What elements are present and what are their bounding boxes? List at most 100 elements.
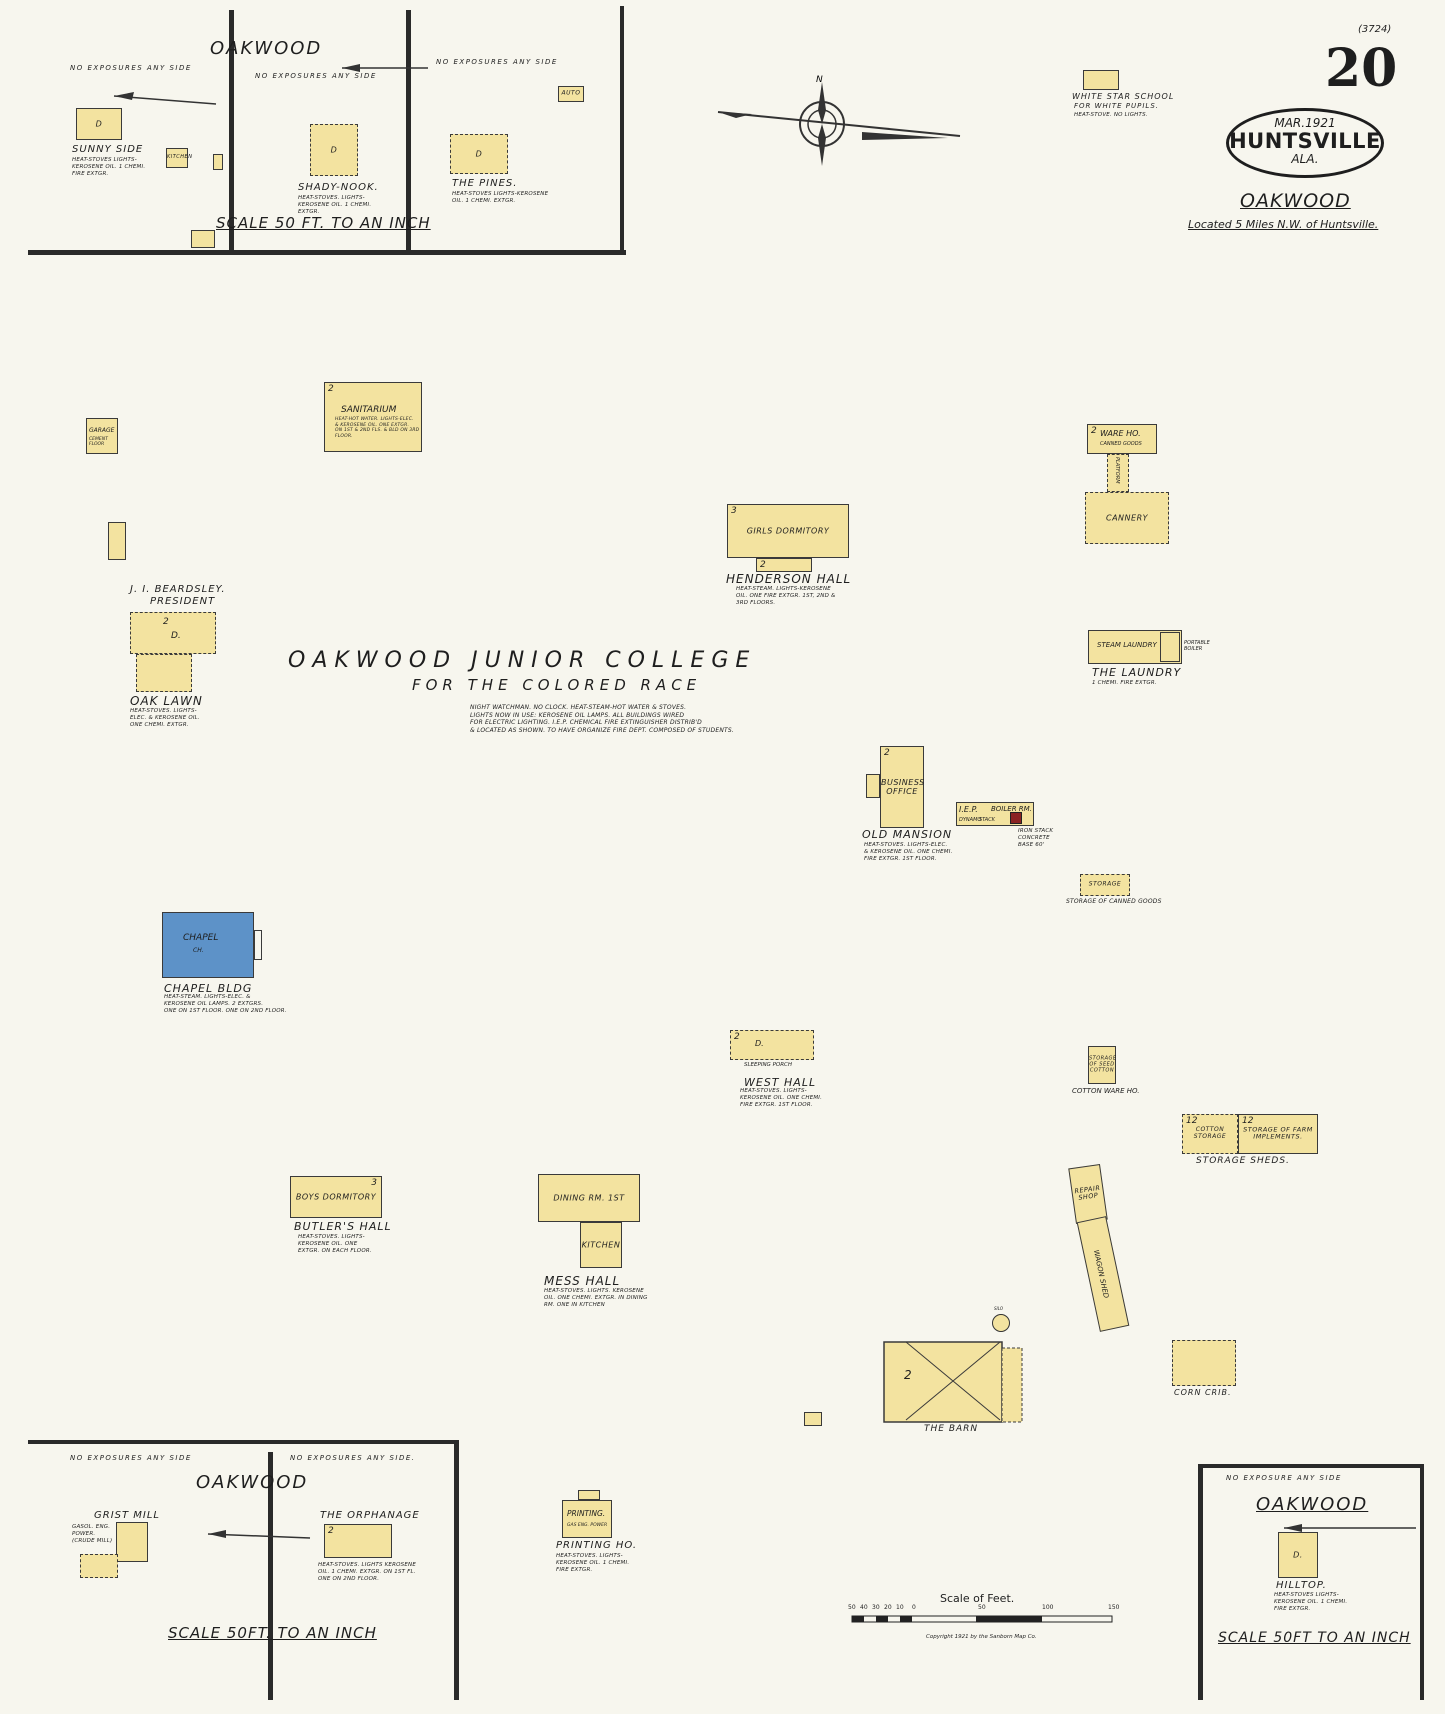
garage-label: GARAGE [89, 427, 115, 434]
college-title: OAKWOOD JUNIOR COLLEGE [288, 648, 757, 673]
copyright-note: Copyright 1921 by the Sanborn Map Co. [926, 1634, 1037, 1640]
white-star-school-name: WHITE STAR SCHOOL [1072, 92, 1175, 101]
grist-mill-building [116, 1522, 148, 1562]
shady-nook-d: D [330, 145, 338, 155]
inset-top-scale: SCALE 50 FT. TO AN INCH [216, 214, 431, 232]
storage-sheds-name: STORAGE SHEDS. [1196, 1156, 1290, 1166]
old-mansion-name: OLD MANSION [862, 828, 953, 841]
the-pines-d: D [475, 149, 483, 159]
laundry-sub: PORTABLE BOILER [1184, 640, 1210, 652]
repair-shop-label: REPAIR SHOP [1073, 1183, 1101, 1203]
auto-building: AUTO [558, 86, 584, 102]
henderson-hall-note: HEAT-STEAM. LIGHTS-KEROSENE OIL. ONE FIR… [736, 586, 836, 606]
butlers-hall-note: HEAT-STOVES. LIGHTS- KEROSENE OIL. ONE E… [298, 1234, 372, 1254]
platform-label: PLATFORM [1114, 457, 1120, 484]
stamp-state: ALA. [1291, 152, 1319, 166]
chapel-label: CHAPEL [183, 933, 219, 943]
girls-dormitory-wing: 2 [756, 558, 812, 572]
the-pines-name: THE PINES. [452, 178, 518, 189]
warehouse-sub: CANNED GOODS [1100, 441, 1142, 447]
oak-lawn-building: 2 D. [130, 612, 216, 654]
printing-annex [578, 1490, 600, 1500]
white-star-school-sub: FOR WHITE PUPILS. [1074, 102, 1159, 110]
inset-bl-exposure-left: NO EXPOSURES ANY SIDE [70, 1454, 192, 1462]
boys-dormitory-building: 3 BOYS DORMITORY [290, 1176, 382, 1218]
barn-building [883, 1341, 1023, 1423]
orphanage-name: THE ORPHANAGE [320, 1510, 420, 1521]
cannery-label: CANNERY [1105, 513, 1149, 523]
mess-hall-note: HEAT-STOVES. LIGHTS. KEROSENE OIL. ONE C… [544, 1288, 648, 1308]
dynamo-label: DYNAMO [959, 817, 982, 823]
laundry-label: STEAM LAUNDRY [1097, 641, 1157, 649]
business-office-building: 2 BUSINESS OFFICE [880, 746, 924, 828]
college-note: NIGHT WATCHMAN. NO CLOCK. HEAT-STEAM-HOT… [470, 704, 735, 734]
scale-tick: 20 [884, 1604, 892, 1611]
scale-tick: 30 [872, 1604, 880, 1611]
scale-tick: 100 [1042, 1604, 1054, 1611]
barn-name: THE BARN [924, 1424, 979, 1434]
shady-nook-building: D [310, 124, 358, 176]
printing-name: PRINTING HO. [556, 1540, 638, 1551]
page-number: 20 [1325, 38, 1398, 99]
chapel-name: CHAPEL BLDG [164, 982, 253, 995]
small-shed-left [108, 522, 126, 560]
scale-bar-title: Scale of Feet. [940, 1592, 1015, 1605]
stack-note: IRON STACK CONCRETE BASE 60' [1018, 828, 1054, 848]
girls-dormitory-stories: 3 [731, 506, 737, 516]
grist-mill-note: GASOL. ENG. POWER. (CRUDE MILL) [72, 1524, 113, 1544]
corn-crib-building [1172, 1340, 1236, 1386]
scale-tick: 10 [896, 1604, 904, 1611]
platform-structure: PLATFORM [1107, 454, 1129, 492]
the-pines-note: HEAT-STOVES LIGHTS-KEROSENE OIL. 1 CHEMI… [452, 191, 549, 204]
inset-top-boxed-cross-icon [191, 230, 215, 248]
west-hall-stories: 2 [734, 1032, 740, 1042]
orphanage-note: HEAT-STOVES. LIGHTS KEROSENE OIL. 1 CHEM… [318, 1562, 417, 1582]
compass-n: N [816, 75, 823, 85]
inset-br-scale: SCALE 50FT TO AN INCH [1218, 1630, 1411, 1646]
cotton-storage-num: 12 [1186, 1116, 1198, 1126]
business-office-label: BUSINESS OFFICE [881, 777, 925, 796]
inset-bl-road [268, 1452, 273, 1700]
inset-br-top-rule [1198, 1464, 1424, 1468]
mess-hall-dining: DINING RM. 1ST [538, 1174, 640, 1222]
shady-nook-note: HEAT-STOVES. LIGHTS- KEROSENE OIL. 1 CHE… [298, 195, 372, 215]
girls-dormitory-label: GIRLS DORMITORY [746, 526, 830, 536]
farm-implements-label: STORAGE OF FARM IMPLEMENTS. [1243, 1125, 1313, 1141]
iep-label: I.E.P. [959, 805, 978, 814]
inset-br-exposure: NO EXPOSURE ANY SIDE [1226, 1474, 1342, 1482]
inset-br-left-rule [1198, 1464, 1203, 1700]
chapel-note: HEAT-STEAM. LIGHTS-ELEC. & KEROSENE OIL … [164, 994, 287, 1014]
corn-crib-name: CORN CRIB. [1174, 1388, 1232, 1397]
scale-tick: 40 [860, 1604, 868, 1611]
city-stamp: MAR.1921 HUNTSVILLE ALA. [1226, 108, 1384, 178]
business-office-porch [866, 774, 880, 798]
hilltop-d: D. [1293, 1550, 1303, 1560]
inset-bl-top-rule [28, 1440, 458, 1444]
boys-dormitory-label: BOYS DORMITORY [295, 1192, 377, 1202]
scale-tick: 0 [912, 1604, 916, 1611]
storage-building: STORAGE [1080, 874, 1130, 896]
farm-implements-num: 12 [1242, 1116, 1254, 1126]
printing-sub: GAS ENG. POWER [567, 1523, 608, 1528]
printing-label: PRINTING. [567, 1509, 606, 1518]
sanitarium-label: SANITARIUM [341, 405, 397, 415]
inset-top-exposure-right: NO EXPOSURES ANY SIDE [436, 58, 558, 66]
girls-dormitory-wing-stories: 2 [760, 560, 766, 570]
laundry-boiler [1160, 632, 1180, 662]
chapel-sub: CH. [193, 947, 204, 954]
oak-lawn-name: OAK LAWN [130, 694, 203, 708]
warehouse-label: WARE HO. [1100, 429, 1141, 438]
chapel-building: CHAPEL CH. [162, 912, 254, 978]
sanitarium-stories: 2 [328, 384, 334, 394]
butlers-hall-name: BUTLER'S HALL [294, 1220, 392, 1233]
inset-top-bottom-rule [28, 250, 626, 255]
oak-lawn-rear [136, 654, 192, 692]
boys-dormitory-stories: 3 [371, 1178, 377, 1188]
scale-bar-ticks: 50 40 30 20 10 0 50 100 150 [846, 1604, 1126, 1614]
mess-hall-kitchen-label: KITCHEN [581, 1240, 621, 1250]
stamp-city: HUNTSVILLE [1229, 129, 1381, 153]
barn-stories: 2 [904, 1368, 912, 1382]
inset-top-road-right [406, 10, 411, 253]
stamp-date: MAR.1921 [1274, 116, 1336, 130]
grist-mill-name: GRIST MILL [94, 1510, 161, 1521]
